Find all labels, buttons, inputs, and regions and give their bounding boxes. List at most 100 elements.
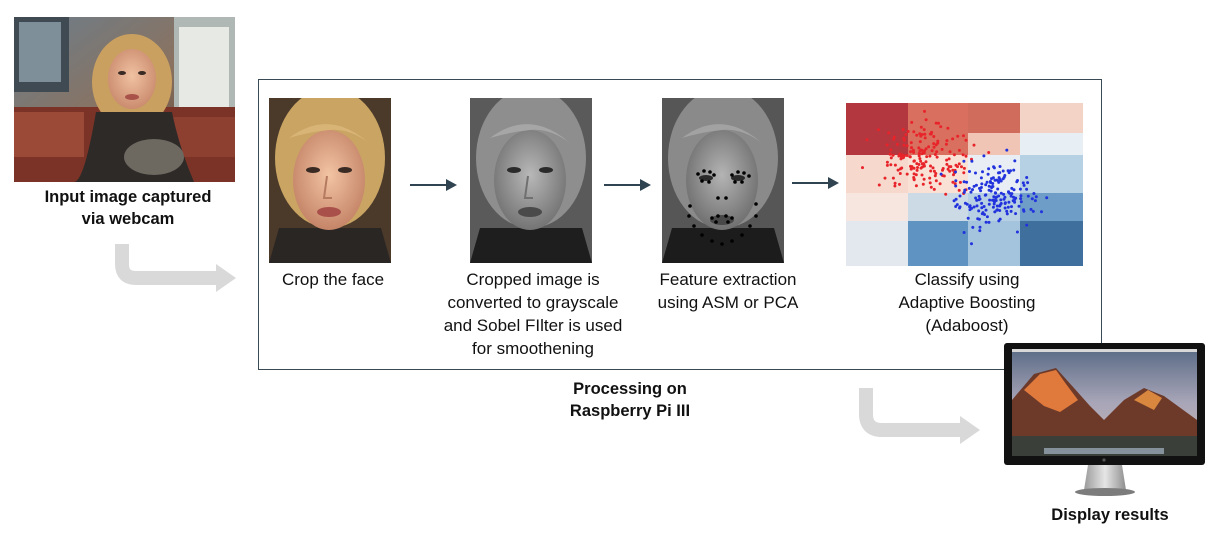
red-sample-point <box>947 157 951 161</box>
blue-sample-point <box>1010 205 1013 209</box>
red-sample-point <box>865 138 869 142</box>
step-grayscale-caption: Cropped image is converted to grayscale … <box>425 268 641 360</box>
landmark-points <box>687 169 758 246</box>
red-sample-point <box>938 182 942 186</box>
step-feature-line2: using ASM or PCA <box>657 293 799 312</box>
step-feature-caption: Feature extraction using ASM or PCA <box>638 268 818 314</box>
red-sample-point <box>951 180 955 184</box>
blue-sample-point <box>965 180 969 184</box>
blue-sample-point <box>999 191 1003 195</box>
blue-sample-point <box>952 199 956 203</box>
red-sample-point <box>893 184 897 188</box>
blue-sample-point <box>994 191 998 195</box>
blue-sample-point <box>995 208 999 212</box>
blue-sample-point <box>1019 200 1023 204</box>
blue-sample-point <box>1026 194 1030 198</box>
step-arrow-1 <box>410 179 457 191</box>
red-sample-point <box>972 143 976 147</box>
red-sample-point <box>961 153 965 157</box>
cropped-face-image <box>269 98 391 263</box>
step-classify-line1: Classify using <box>914 270 1020 289</box>
red-sample-point <box>957 162 961 166</box>
red-sample-point <box>922 177 926 181</box>
red-sample-point <box>910 120 914 124</box>
blue-sample-point <box>998 209 1002 212</box>
blue-sample-point <box>1016 179 1019 182</box>
blue-sample-point <box>1010 192 1014 196</box>
blue-sample-point <box>970 159 974 163</box>
red-sample-point <box>960 165 963 169</box>
red-sample-point <box>912 176 916 179</box>
blue-sample-point <box>993 210 997 214</box>
blue-sample-point <box>1045 196 1049 200</box>
red-sample-point <box>916 166 919 169</box>
blue-sample-point <box>980 182 984 186</box>
red-sample-point <box>928 176 932 180</box>
blue-sample-point <box>1012 188 1016 192</box>
blue-sample-point <box>974 196 978 200</box>
blue-sample-point <box>998 204 1002 208</box>
blue-sample-point <box>996 187 1000 191</box>
flow-arrow-processing-to-display <box>859 388 980 444</box>
red-sample-point <box>987 151 991 154</box>
blue-sample-point <box>1007 200 1011 204</box>
blue-sample-point <box>962 190 966 194</box>
blue-sample-point <box>1005 212 1009 216</box>
red-sample-point <box>897 154 901 158</box>
blue-sample-point <box>968 170 971 173</box>
blue-sample-point <box>971 225 975 229</box>
blue-sample-point <box>975 204 979 208</box>
red-sample-point <box>929 164 932 168</box>
red-sample-point <box>922 128 926 132</box>
blue-sample-point <box>992 165 996 169</box>
red-sample-point <box>899 157 903 161</box>
red-sample-point <box>923 132 927 136</box>
blue-sample-point <box>1018 187 1022 191</box>
red-sample-point <box>962 171 966 175</box>
red-sample-point <box>912 159 916 163</box>
red-sample-point <box>956 165 959 169</box>
blue-sample-point <box>977 217 981 221</box>
red-sample-point <box>934 172 938 175</box>
red-sample-point <box>885 163 889 167</box>
blue-sample-point <box>966 216 970 220</box>
blue-sample-point <box>984 208 988 212</box>
red-sample-point <box>952 153 956 157</box>
processing-box <box>258 79 1102 370</box>
red-sample-point <box>896 168 900 172</box>
red-sample-point <box>911 149 915 153</box>
red-sample-point <box>940 147 944 151</box>
blue-sample-point <box>985 180 989 184</box>
blue-sample-point <box>978 229 982 233</box>
input-caption: Input image captured via webcam <box>14 186 242 230</box>
red-sample-point <box>941 167 945 170</box>
blue-sample-point <box>987 220 991 224</box>
red-sample-point <box>885 160 889 164</box>
red-sample-point <box>922 163 926 166</box>
red-sample-point <box>895 142 899 146</box>
red-sample-point <box>931 166 935 170</box>
blue-sample-point <box>980 201 984 205</box>
red-sample-point <box>905 172 909 176</box>
blue-sample-point <box>987 184 991 188</box>
red-sample-point <box>892 137 896 141</box>
red-sample-point <box>892 135 896 139</box>
blue-sample-point <box>1003 174 1007 177</box>
step-crop-line: Crop the face <box>281 270 385 289</box>
blue-sample-point <box>954 184 958 188</box>
blue-sample-point <box>1003 206 1007 210</box>
flow-arrow-input-to-processing <box>115 244 236 292</box>
red-sample-point <box>939 125 943 129</box>
blue-sample-point <box>990 185 994 189</box>
red-sample-point <box>948 150 952 154</box>
red-sample-point <box>929 169 933 173</box>
red-sample-point <box>934 179 938 183</box>
red-sample-point <box>946 126 950 130</box>
blue-sample-point <box>987 167 991 171</box>
red-sample-point <box>902 155 906 159</box>
blue-sample-point <box>1026 181 1030 185</box>
blue-sample-point <box>1025 187 1029 191</box>
blue-sample-point <box>984 220 988 224</box>
blue-sample-point <box>1005 209 1009 213</box>
step-grayscale-line4: for smoothening <box>472 339 594 358</box>
